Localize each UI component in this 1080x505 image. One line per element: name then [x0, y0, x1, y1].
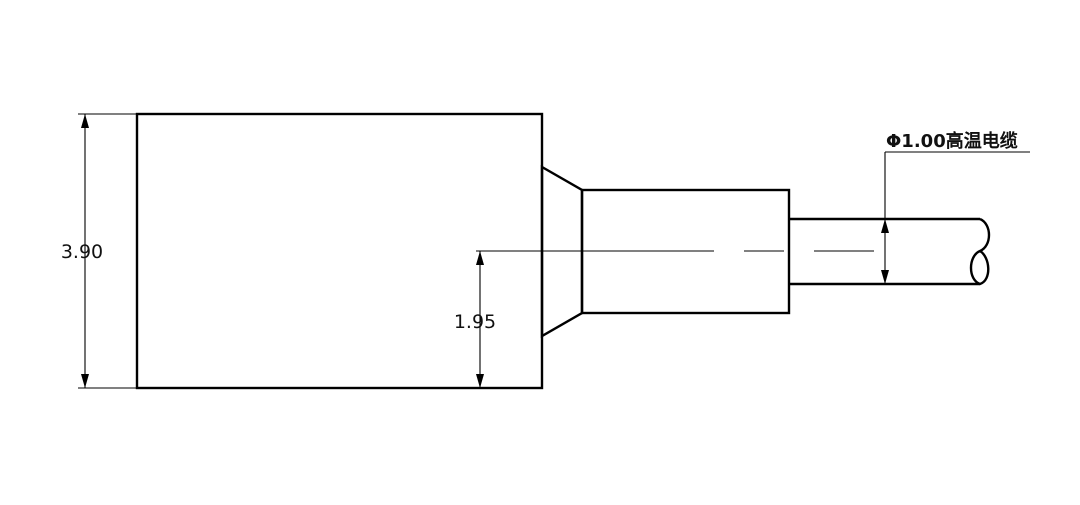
cable-label: Φ1.00高温电缆 — [886, 130, 1018, 152]
overall-height-label: 3.90 — [61, 241, 103, 263]
center-height-label: 1.95 — [454, 311, 496, 333]
overall-height-dimension: 3.90 — [61, 113, 137, 389]
center-height-dimension: 1.95 — [454, 251, 496, 388]
cable-break-symbol — [969, 217, 991, 286]
cable-diameter-callout: Φ1.00高温电缆 — [881, 130, 1030, 284]
